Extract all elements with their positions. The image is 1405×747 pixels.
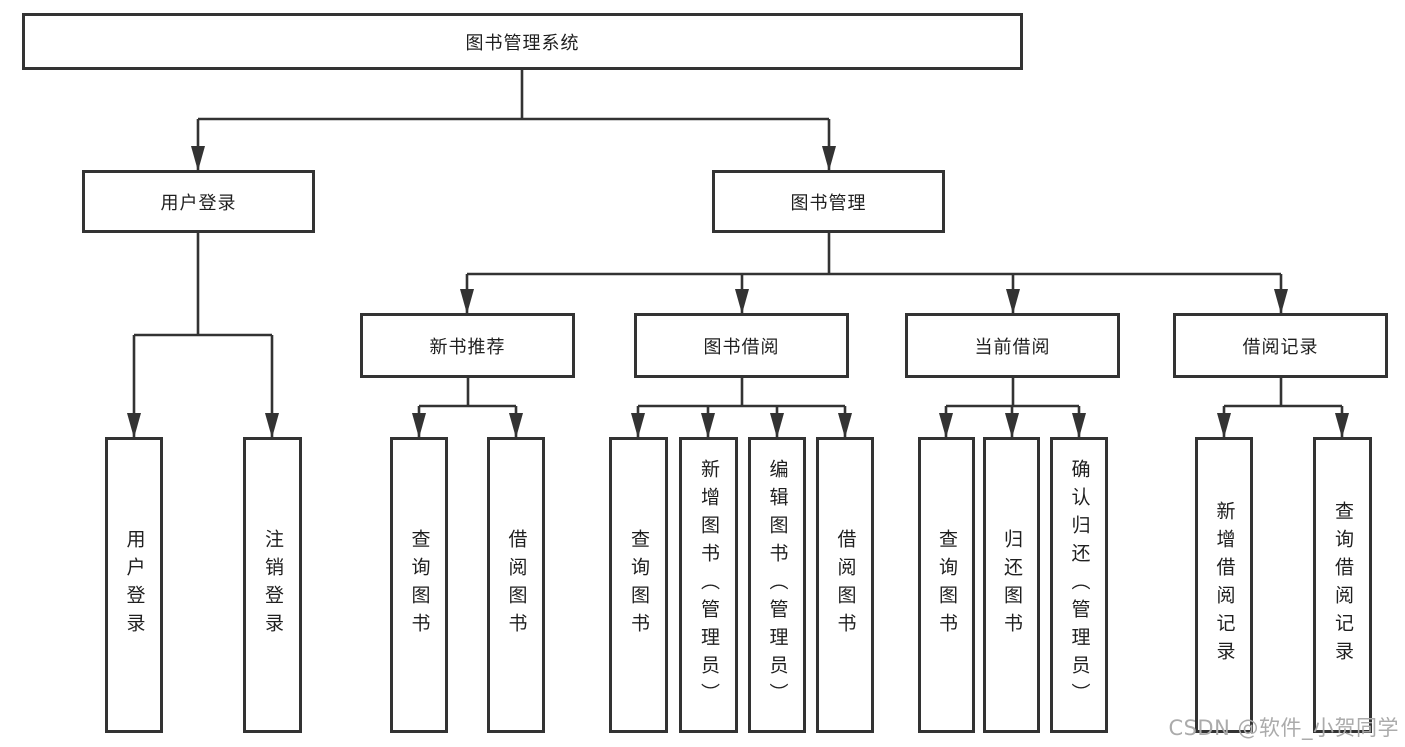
leaf-logout: 注销登录 xyxy=(243,437,302,733)
connector-user-login-to-leaves xyxy=(127,233,279,438)
node-book-management: 图书管理 xyxy=(712,170,945,233)
leaf-query-books-recommend: 查询图书 xyxy=(390,437,448,733)
node-book-borrow: 图书借阅 xyxy=(634,313,849,378)
leaf-add-borrow-record: 新增借阅记录 xyxy=(1195,437,1253,733)
leaf-confirm-return-admin: 确认归还（管理员） xyxy=(1050,437,1108,733)
node-user-login: 用户登录 xyxy=(82,170,315,233)
leaf-edit-books-admin: 编辑图书（管理员） xyxy=(748,437,806,733)
connector-borrow-records-to-leaves xyxy=(1217,378,1349,438)
node-borrow-records: 借阅记录 xyxy=(1173,313,1388,378)
leaf-borrow-books: 借阅图书 xyxy=(816,437,874,733)
connector-root-to-level2 xyxy=(191,70,836,171)
leaf-return-books: 归还图书 xyxy=(983,437,1040,733)
node-new-book-recommend: 新书推荐 xyxy=(360,313,575,378)
connector-book-borrow-to-leaves xyxy=(631,378,852,438)
connector-current-borrow-to-leaves xyxy=(939,378,1086,438)
leaf-add-books-admin: 新增图书（管理员） xyxy=(679,437,738,733)
leaf-user-login: 用户登录 xyxy=(105,437,163,733)
leaf-query-borrow-record: 查询借阅记录 xyxy=(1313,437,1372,733)
connector-new-book-to-leaves xyxy=(412,378,523,438)
connector-book-management-to-level3 xyxy=(460,233,1288,314)
leaf-borrow-books-recommend: 借阅图书 xyxy=(487,437,545,733)
leaf-query-books: 查询图书 xyxy=(609,437,668,733)
root-node-library-system: 图书管理系统 xyxy=(22,13,1023,70)
node-current-borrow: 当前借阅 xyxy=(905,313,1120,378)
leaf-query-books-current: 查询图书 xyxy=(918,437,975,733)
